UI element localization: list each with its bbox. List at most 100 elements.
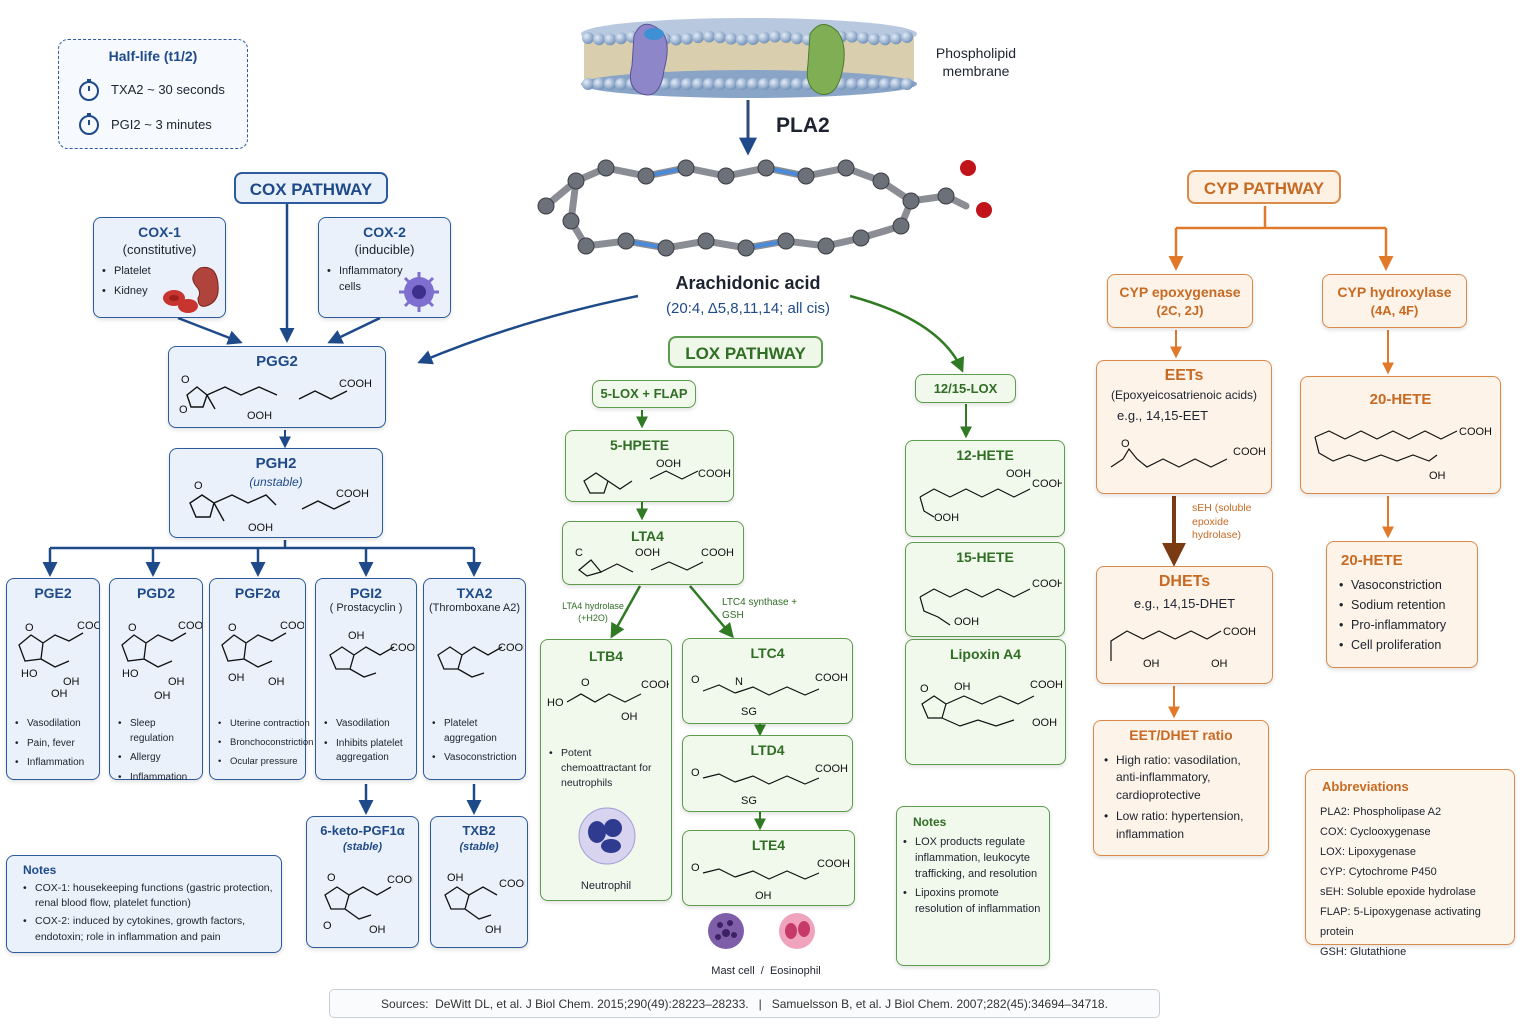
svg-text:COOH: COOH — [815, 672, 848, 684]
lox-notes-box: Notes LOX products regulate inflammation… — [896, 806, 1050, 966]
rbc-kidney-icon — [163, 266, 219, 313]
20hete-effects-list: Vasoconstriction Sodium retention Pro-in… — [1339, 576, 1446, 655]
list-item: Platelet aggregation — [432, 717, 524, 746]
svg-text:OOH: OOH — [1032, 717, 1057, 729]
list-item: Cell proliferation — [1339, 636, 1446, 654]
lta4-hydrolase-label: LTA4 hydrolase (+H2O) — [562, 601, 624, 623]
ltb4-box: LTB4 HOOOHCOOH Potent chemoattractant fo… — [540, 639, 672, 901]
svg-text:COOH: COOH — [1223, 626, 1256, 638]
abbreviations-list: PLA2: Phospholipase A2 COX: Cyclooxygena… — [1320, 802, 1514, 962]
mast-eosinophil-label: Mast cell / Eosinophil — [711, 965, 821, 977]
aa-formula: (20:4, Δ5,8,11,14; all cis) — [666, 300, 830, 317]
list-item: CYP: Cytochrome P450 — [1320, 866, 1437, 878]
txa2-structure: COOH — [437, 642, 524, 678]
svg-text:O: O — [691, 862, 700, 874]
lox-pathway-header: LOX PATHWAY — [668, 336, 823, 368]
svg-text:OH: OH — [268, 676, 285, 688]
list-item: COX: Cyclooxygenase — [1320, 826, 1431, 838]
stopwatch-icon — [79, 113, 99, 135]
list-item: Uterine contraction — [218, 717, 313, 731]
svg-text:COOH: COOH — [280, 620, 304, 632]
svg-text:COOH: COOH — [1032, 478, 1062, 490]
ltc4-synthase-label: LTC4 synthase + GSH — [722, 597, 798, 621]
pge2-structure: OCOOHHOOHOH — [18, 620, 99, 700]
pgd2-structure: OCOOHHOOHOH — [121, 620, 202, 701]
cox-notes-list: COX-1: housekeeping functions (gastric p… — [23, 881, 277, 945]
pgd2-box: PGD2 OCOOHHOOHOH Sleep regulation Allerg… — [109, 578, 203, 785]
cyp-pathway-header: CYP PATHWAY — [1187, 170, 1341, 204]
pgi2-structure: OH COOH — [329, 630, 416, 678]
ratio-list: High ratio: vasodilation, anti-inflammat… — [1104, 752, 1266, 843]
5lox-flap-box: 5-LOX + FLAP — [592, 380, 696, 408]
cox-notes-box: Notes COX-1: housekeeping functions (gas… — [6, 855, 282, 953]
svg-text:O: O — [1121, 438, 1130, 450]
svg-text:OH: OH — [348, 630, 365, 642]
membrane-protein-right — [806, 24, 845, 96]
svg-text:O: O — [691, 674, 700, 686]
svg-text:COOH: COOH — [499, 878, 525, 890]
svg-text:COOH: COOH — [1032, 578, 1062, 590]
list-item: Sleep regulation — [118, 717, 202, 746]
sources-bar: Sources: DeWitt DL, et al. J Biol Chem. … — [329, 989, 1160, 1018]
svg-text:COOH: COOH — [701, 547, 734, 559]
svg-text:OH: OH — [369, 924, 386, 936]
svg-text:HO: HO — [547, 697, 564, 709]
list-item: sEH: Soluble epoxide hydrolase — [1320, 886, 1476, 898]
cox2-sites: Inflammatory cells — [327, 264, 411, 296]
svg-text:COOH: COOH — [178, 620, 202, 632]
list-item: Inflammation — [15, 756, 84, 771]
stopwatch-icon — [79, 79, 99, 101]
svg-text:SG: SG — [741, 706, 757, 718]
list-item: Sodium retention — [1339, 596, 1446, 614]
halflife-pgi2: PGI2 ~ 3 minutes — [111, 117, 212, 132]
arrow-aa-cox — [417, 294, 639, 365]
abbreviations-box: Abbreviations PLA2: Phospholipase A2 COX… — [1305, 769, 1515, 958]
svg-text:COOH: COOH — [1030, 679, 1062, 691]
pgf2a-structure: OCOOHOHOH — [221, 620, 304, 688]
ltc4-structure: O N SG COOH — [691, 672, 848, 718]
12-15-lox-box: 12/15-LOX — [915, 374, 1016, 403]
list-item: High ratio: vasodilation, anti-inflammat… — [1104, 752, 1266, 804]
svg-text:O: O — [128, 622, 137, 634]
svg-text:O: O — [25, 622, 34, 634]
svg-text:O: O — [327, 872, 336, 884]
svg-text:OH: OH — [485, 924, 502, 936]
eets-box: EETs (Epoxyeicosatrienoic acids) e.g., 1… — [1096, 360, 1272, 494]
svg-text:O: O — [691, 767, 700, 779]
svg-text:COOH: COOH — [641, 679, 669, 691]
list-item: Inflammation — [118, 771, 202, 786]
svg-text:OOH: OOH — [247, 410, 272, 422]
svg-text:OH: OH — [755, 890, 772, 902]
svg-text:N: N — [735, 676, 743, 688]
membrane-label: Phospholipid membrane — [935, 45, 1017, 80]
svg-text:O: O — [228, 622, 237, 634]
txb2-structure: COOHOHOH — [444, 872, 525, 936]
neutrophil-label: Neutrophil — [580, 880, 632, 892]
list-item: Ocular pressure — [218, 755, 313, 769]
svg-text:O: O — [323, 920, 332, 932]
svg-text:HO: HO — [21, 668, 38, 680]
svg-text:OH: OH — [1429, 470, 1446, 482]
list-item: COX-2: induced by cytokines, growth fact… — [23, 914, 277, 944]
svg-text:OH: OH — [154, 690, 171, 701]
svg-text:OOH: OOH — [934, 512, 959, 524]
cox-pathway-header: COX PATHWAY — [234, 172, 388, 204]
svg-text:COOH: COOH — [390, 642, 416, 654]
arachidonic-acid-molecule — [537, 159, 992, 257]
list-item: Vasoconstriction — [1339, 576, 1446, 594]
svg-text:COOH: COOH — [336, 488, 369, 500]
lox-notes-list: LOX products regulate inflammation, leuk… — [903, 835, 1045, 918]
seh-label: sEH (soluble epoxide hydrolase) — [1192, 502, 1252, 542]
